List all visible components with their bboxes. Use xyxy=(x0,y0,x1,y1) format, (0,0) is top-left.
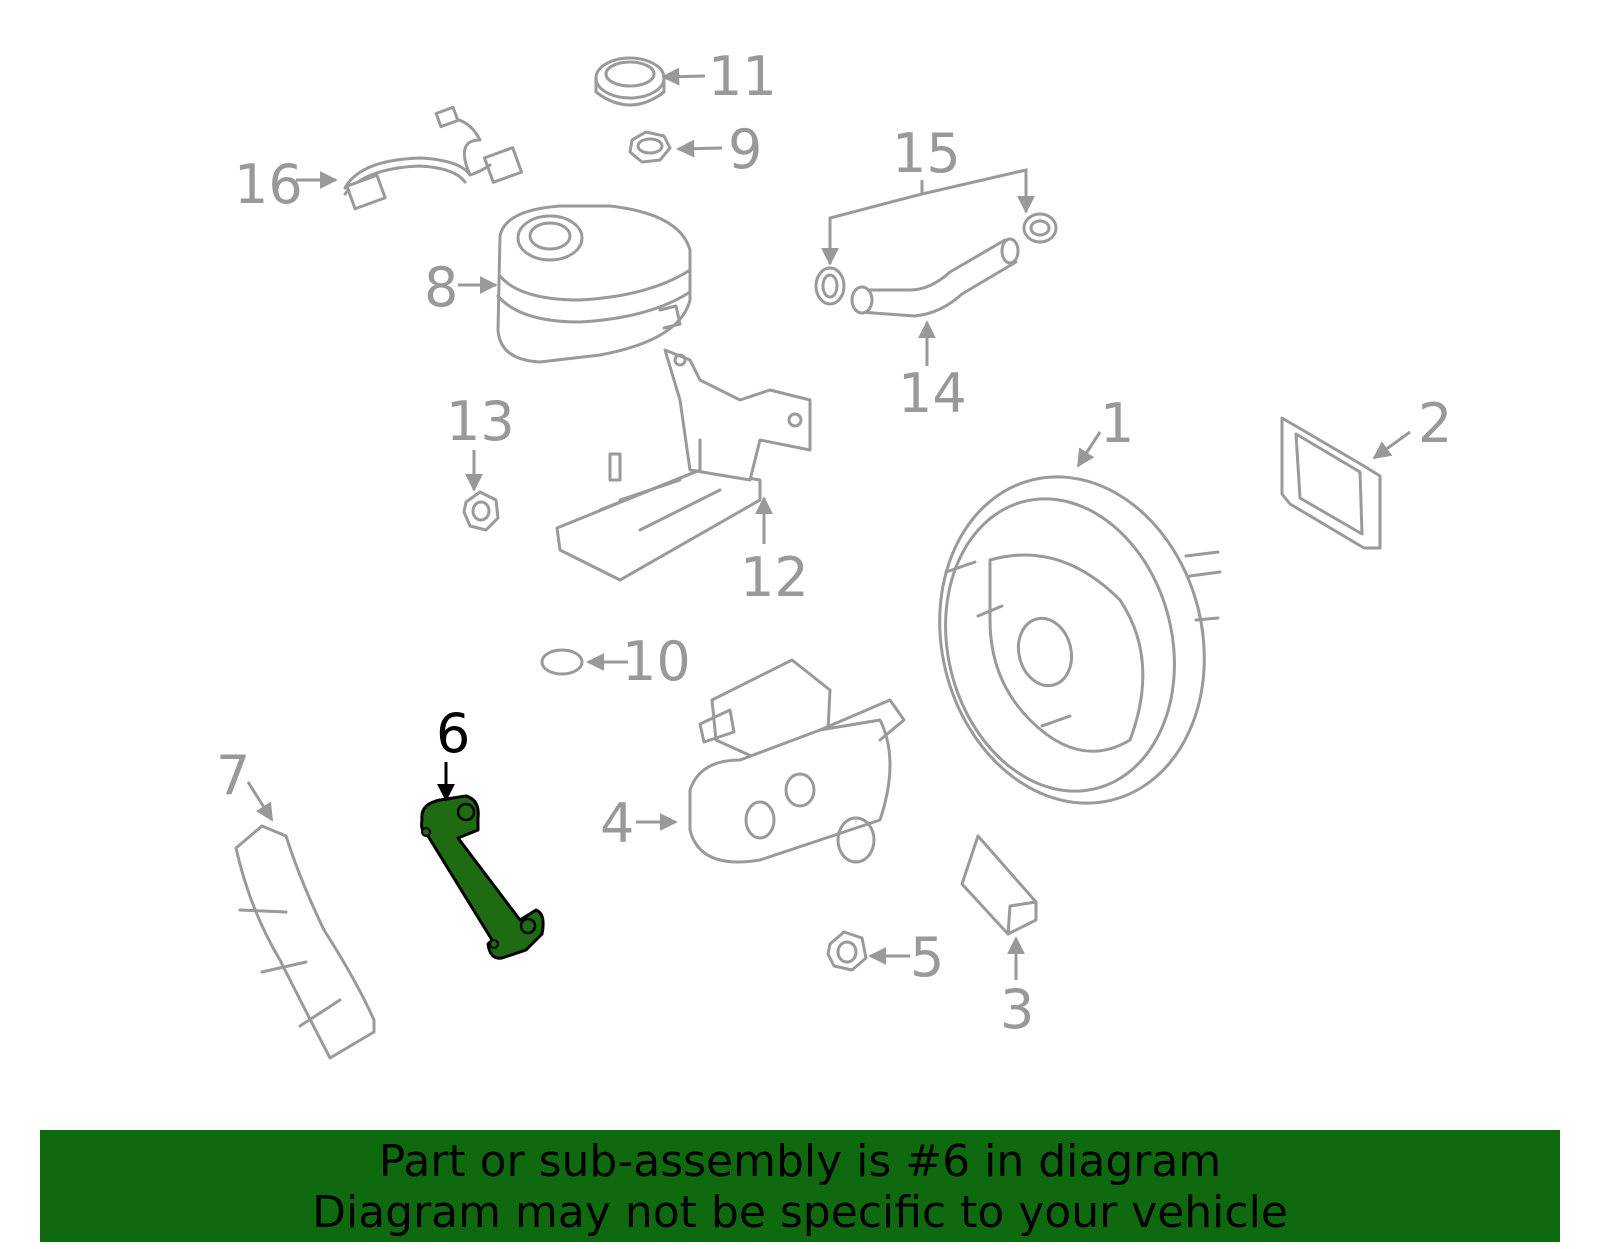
callout-7: 7 xyxy=(216,744,250,807)
part-14-hose xyxy=(850,237,1020,318)
part-3-bracket xyxy=(960,834,1038,936)
part-4-master-cylinder xyxy=(688,658,906,864)
part-15-hose-clamps xyxy=(814,212,1058,306)
callout-9: 9 xyxy=(728,118,762,181)
footer-line-2: Diagram may not be specific to your vehi… xyxy=(312,1187,1288,1238)
part-13-nut xyxy=(462,490,500,532)
part-8-reservoir xyxy=(496,204,692,364)
part-1-brake-booster xyxy=(938,475,1222,805)
part-5-nut xyxy=(826,930,868,972)
callout-2: 2 xyxy=(1418,392,1452,455)
part-10-o-ring xyxy=(540,648,584,676)
footer-line-1: Part or sub-assembly is #6 in diagram xyxy=(378,1136,1222,1187)
callout-8: 8 xyxy=(424,256,458,319)
part-11-reservoir-cap xyxy=(594,56,666,107)
part-16-wire-harness xyxy=(343,105,524,211)
callout-12: 12 xyxy=(740,546,809,609)
part-2-gasket xyxy=(1280,416,1382,550)
callout-10: 10 xyxy=(622,630,691,693)
callout-4: 4 xyxy=(600,792,634,855)
part-9-nut xyxy=(628,130,672,164)
callout-13: 13 xyxy=(446,390,515,453)
callout-5: 5 xyxy=(910,926,944,989)
callout-3: 3 xyxy=(1000,978,1034,1041)
part-6-highlighted-arm xyxy=(420,794,545,960)
callout-1: 1 xyxy=(1100,392,1134,455)
callout-6: 6 xyxy=(436,702,470,765)
callout-16: 16 xyxy=(234,153,303,216)
footer-banner: Part or sub-assembly is #6 in diagram Di… xyxy=(40,1130,1560,1242)
callout-15: 15 xyxy=(892,122,961,185)
part-7-duct xyxy=(234,824,376,1060)
callout-14: 14 xyxy=(898,362,967,425)
callout-11: 11 xyxy=(708,45,777,108)
parts-diagram: 11 9 16 8 15 xyxy=(216,45,1452,1060)
